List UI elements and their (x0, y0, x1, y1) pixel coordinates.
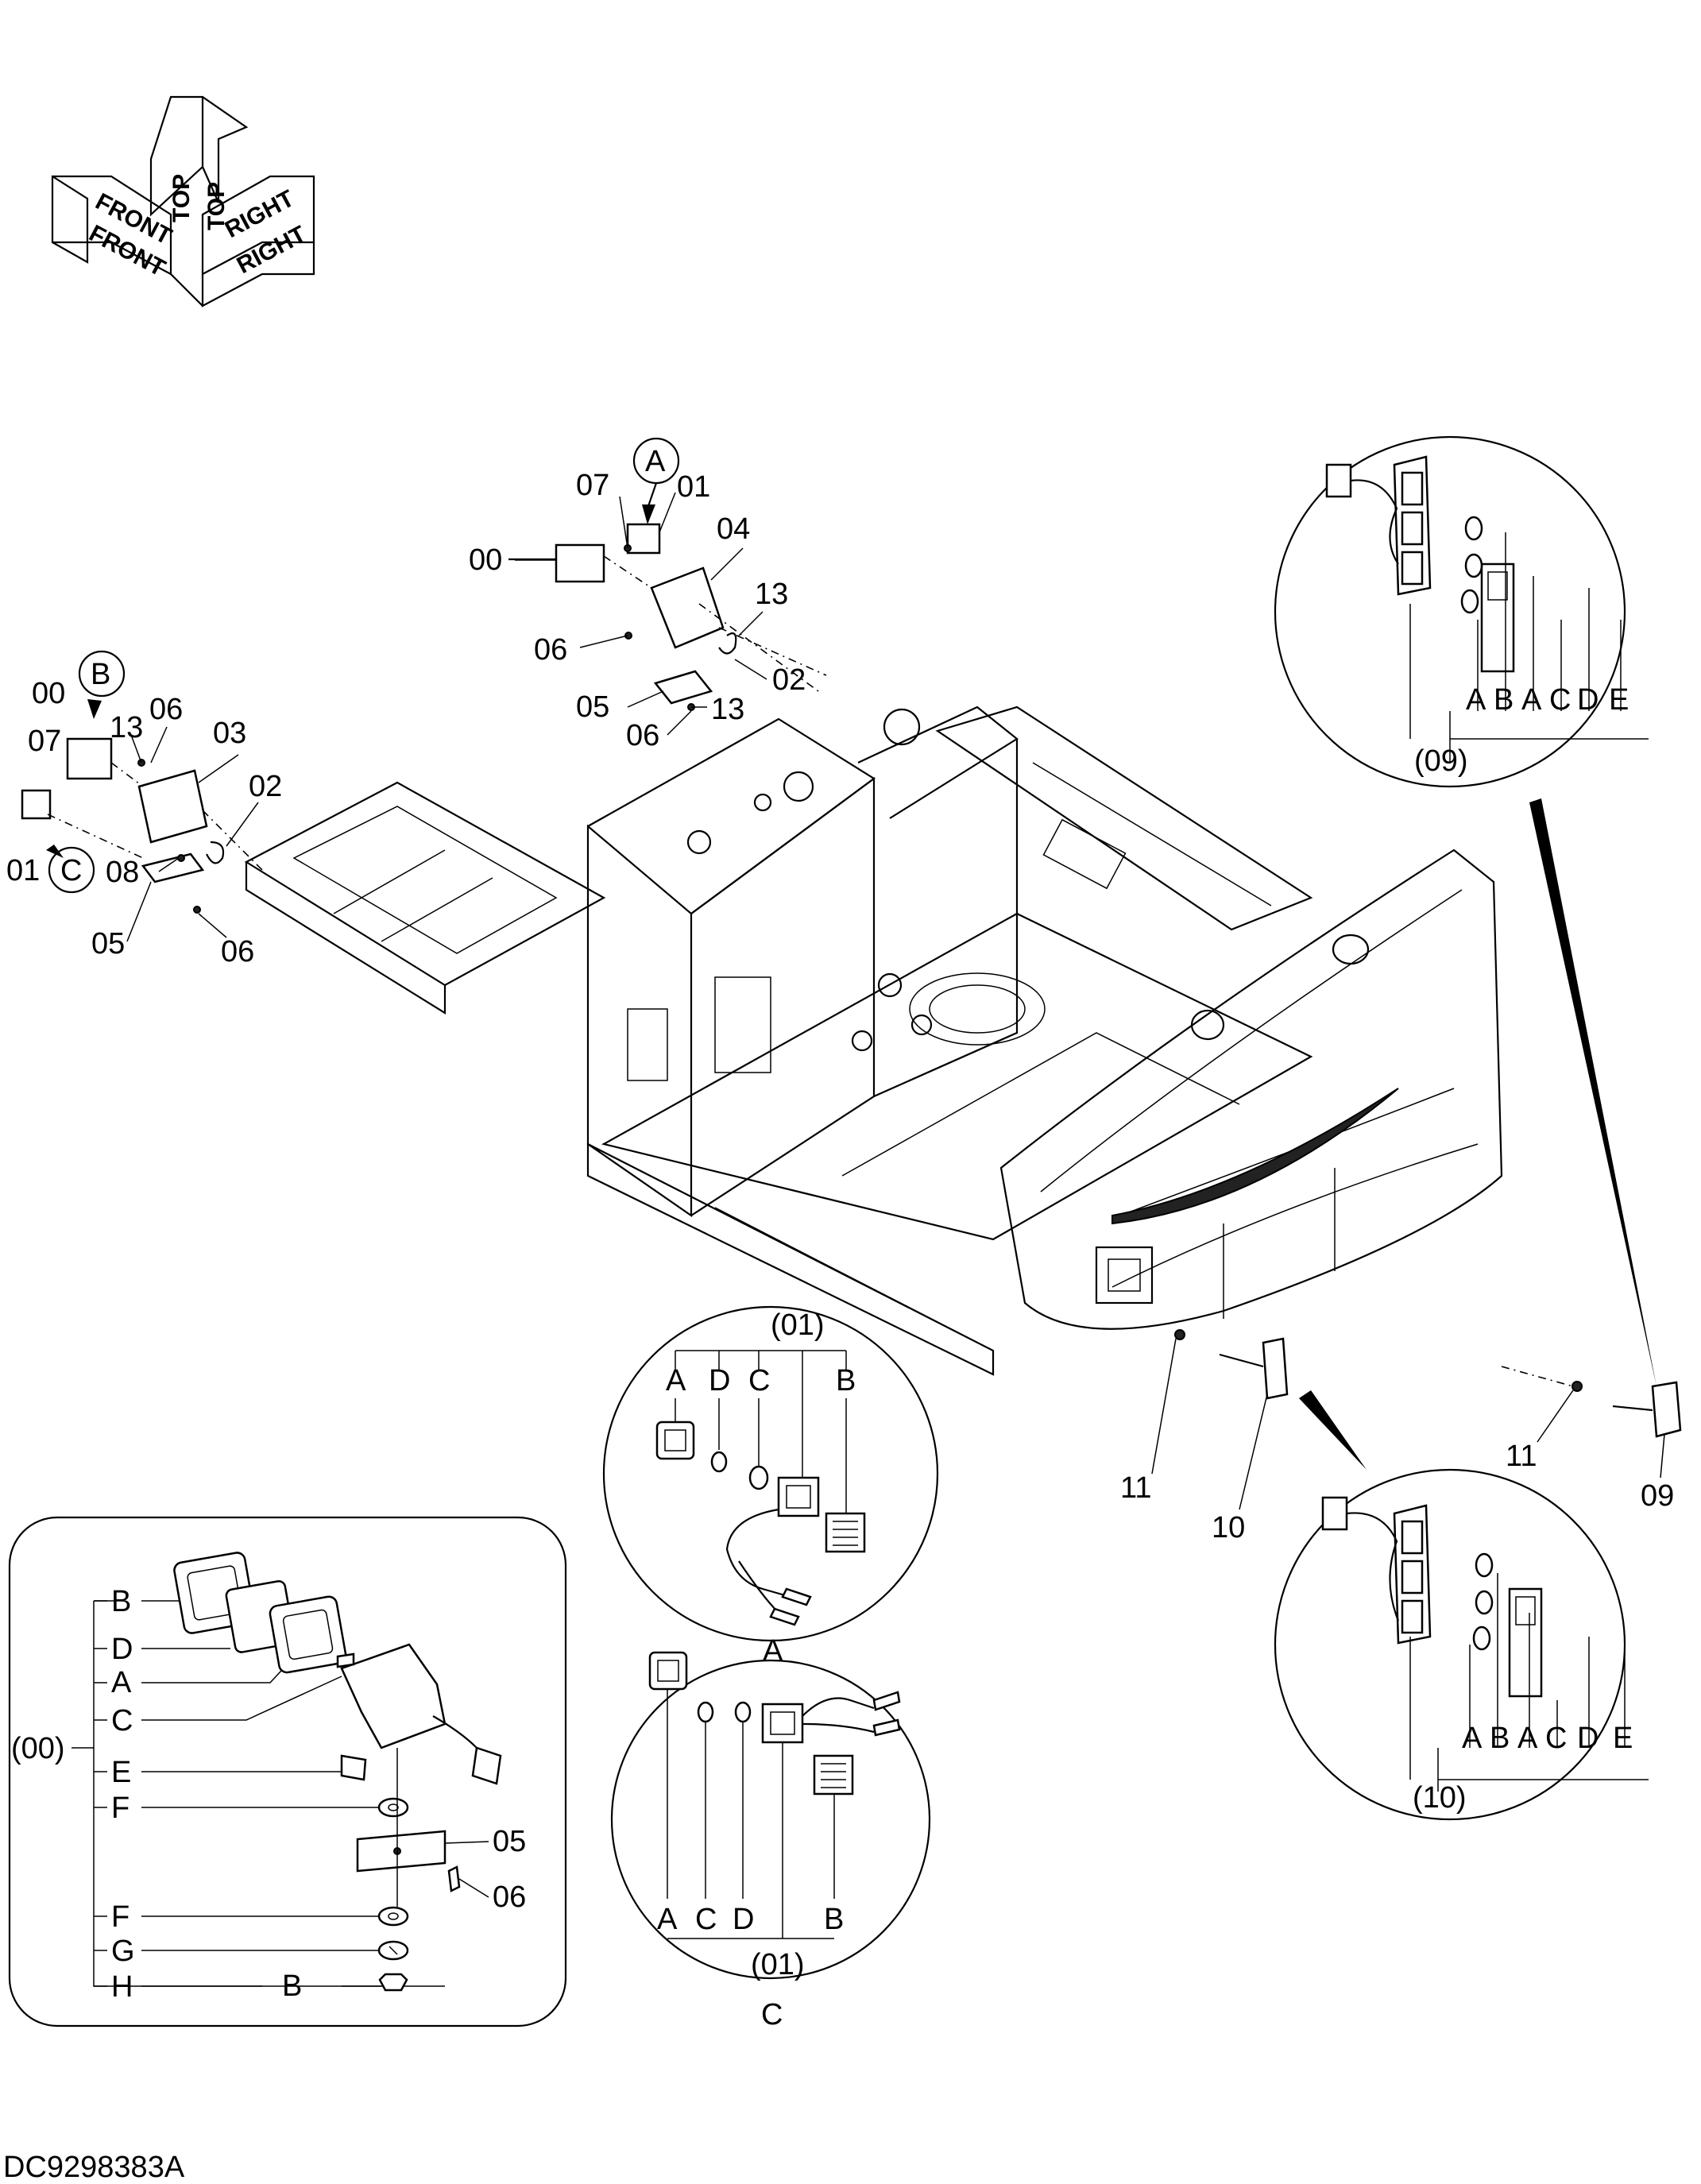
letter: C (1549, 683, 1571, 717)
rear-lamps: 11 09 11 10 (1120, 798, 1682, 1544)
detail-10-letters: A B A C D E (1462, 1722, 1633, 1755)
letter: D (709, 1364, 730, 1397)
callout-a-02: 02 (772, 663, 806, 697)
detail-09-letters: A B A C D E (1466, 683, 1629, 717)
letter: E (1613, 1722, 1633, 1755)
lamp-assembly-a: A 00 07 01 04 13 06 02 05 13 06 (469, 437, 827, 752)
letter-d: D (111, 1633, 133, 1666)
letter: C (1545, 1722, 1567, 1755)
callout-a-13b: 13 (711, 693, 744, 726)
callout-11-right: 11 (1506, 1440, 1537, 1473)
callout-b-01: 01 (6, 854, 40, 887)
callout-11-left: 11 (1120, 1471, 1151, 1505)
marker-b: B (91, 658, 110, 691)
callout-a-05: 05 (576, 690, 609, 724)
letter-e: E (111, 1756, 131, 1789)
letter: A (1517, 1722, 1538, 1755)
drawing-code: DC9298383A (3, 2151, 185, 2184)
callout-b-02: 02 (249, 770, 282, 803)
letter-c: C (111, 1704, 133, 1738)
callout-a-13: 13 (755, 578, 788, 611)
detail-circle-c: A C D B (01) C (610, 1651, 931, 2031)
callout-a-06: 06 (534, 633, 567, 667)
letter-f1: F (111, 1792, 130, 1825)
letter: E (1609, 683, 1629, 717)
letter: A (1466, 683, 1486, 717)
letter: C (748, 1364, 770, 1397)
callout-a-00: 00 (469, 543, 502, 577)
callout-10: 10 (1212, 1511, 1245, 1544)
letter: B (836, 1364, 856, 1397)
letter: B (824, 1903, 844, 1936)
detail-a-header: (01) (771, 1308, 825, 1342)
detail-a-caption: A (763, 1634, 783, 1668)
box-b-part-05: 05 (493, 1825, 526, 1858)
detail-box-b: B D A C E F F G H (00) 05 (8, 1516, 567, 2027)
detail-circle-10: A B A C D E (10) (1274, 1468, 1649, 1821)
callout-a-07: 07 (576, 469, 609, 502)
callout-a-06b: 06 (626, 719, 659, 752)
letter: C (695, 1903, 717, 1936)
detail-09-caption: (09) (1414, 744, 1468, 778)
box-b-caption: B (282, 1969, 302, 2003)
letter: A (1462, 1722, 1483, 1755)
box-b-part-06: 06 (493, 1881, 526, 1914)
callout-b-00: 00 (32, 677, 65, 710)
letter-b1: B (111, 1585, 131, 1618)
callout-b-06: 06 (149, 693, 183, 726)
letter: A (1521, 683, 1542, 717)
detail-circle-a: (01) A D C B A (602, 1305, 939, 1668)
letter: D (1577, 683, 1599, 717)
callout-b-13: 13 (110, 711, 143, 744)
callout-a-04: 04 (717, 512, 750, 546)
letter: A (657, 1903, 678, 1936)
detail-circle-09: A B A C D E (09) (1274, 435, 1649, 788)
orientation-indicator: FRONT FRONT TOP TOP RIGHT RIGHT (51, 95, 315, 307)
callout-a-01: 01 (677, 470, 710, 504)
callout-b-08: 08 (106, 856, 139, 889)
top-label: TOP (168, 174, 195, 222)
assembly-00: (00) (11, 1732, 65, 1765)
callout-b-07: 07 (28, 725, 61, 758)
detail-c-header: (01) (751, 1948, 805, 1981)
letter: D (1577, 1722, 1599, 1755)
callout-b-03: 03 (213, 717, 246, 750)
upper-frame (244, 705, 1503, 1376)
callout-b-06b: 06 (221, 935, 254, 968)
letter-h: H (111, 1970, 133, 2004)
letter: B (1490, 1722, 1510, 1755)
callout-b-05: 05 (91, 927, 125, 961)
lamp-assembly-b: B C 00 07 13 06 03 02 01 08 05 06 (6, 650, 282, 968)
letter-f2: F (111, 1900, 130, 1934)
letter: D (733, 1903, 754, 1936)
detail-10-caption: (10) (1413, 1781, 1467, 1815)
letter: A (666, 1364, 686, 1397)
marker-a: A (645, 445, 666, 478)
letter: B (1494, 683, 1514, 717)
marker-c: C (60, 854, 82, 887)
callout-09: 09 (1641, 1479, 1674, 1513)
letter-g: G (111, 1935, 135, 1968)
letter-a: A (111, 1666, 132, 1699)
detail-c-caption: C (761, 1998, 783, 2031)
top-label-2: TOP (203, 182, 230, 230)
